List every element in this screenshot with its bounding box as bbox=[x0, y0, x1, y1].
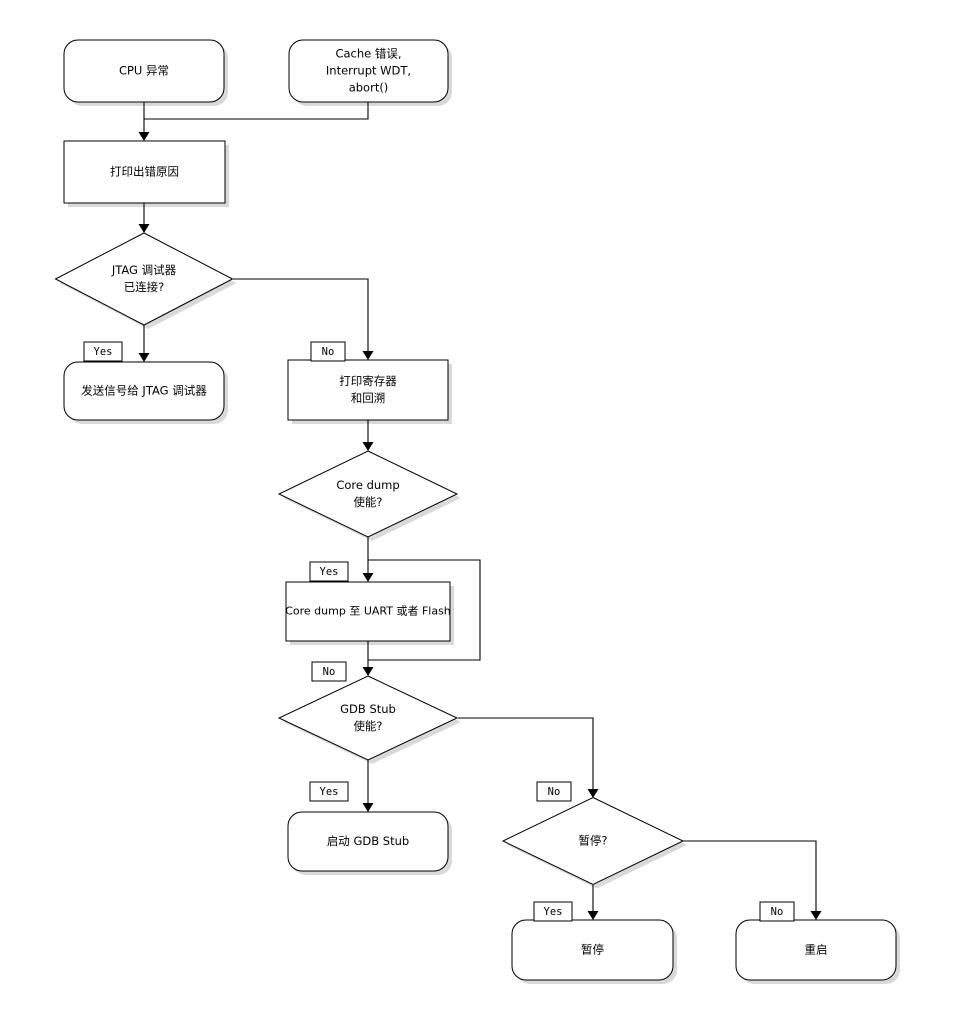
edge-label-gdbstub-no: No bbox=[536, 781, 572, 802]
node-gdbstub-enabled[interactable]: GDB Stub 使能? bbox=[277, 675, 459, 761]
node-shape-print-error-cause bbox=[63, 140, 226, 204]
node-halt-question[interactable]: 暂停? bbox=[501, 796, 685, 886]
edge-label-text-jtag-no: No bbox=[322, 346, 335, 358]
node-shape-coredump-to-uart-flash bbox=[285, 581, 451, 642]
edge-label-box-halt-no bbox=[759, 901, 795, 922]
node-shape-halt bbox=[511, 919, 674, 981]
node-start-gdbstub[interactable]: 启动 GDB Stub bbox=[287, 811, 449, 872]
edge-edge-gdbstub-no bbox=[458, 717, 594, 793]
edge-arrowhead-edge-gdbstub-no bbox=[587, 789, 599, 798]
edge-label-box-jtag-yes bbox=[83, 341, 123, 362]
node-shape-reboot bbox=[735, 919, 897, 981]
edge-label-text-coredump-yes: Yes bbox=[320, 566, 339, 578]
node-send-signal-jtag[interactable]: 发送信号给 JTAG 调试器 bbox=[63, 361, 225, 421]
edge-arrowhead-edge-jtag-yes bbox=[138, 353, 150, 362]
edge-arrowhead-edge-coredump-yes bbox=[362, 573, 374, 582]
node-cache-error[interactable]: Cache 错误, Interrupt WDT, abort() bbox=[288, 39, 449, 103]
node-label-gdbstub-enabled: GDB Stub bbox=[340, 702, 396, 716]
edge-label-jtag-no: No bbox=[310, 341, 346, 362]
node-shape-start-gdbstub bbox=[287, 811, 449, 872]
node-shape-print-registers-backtrace bbox=[287, 359, 449, 421]
node-label-print-registers-backtrace: 和回溯 bbox=[351, 391, 386, 405]
node-label-reboot: 重启 bbox=[805, 943, 828, 957]
edge-layer bbox=[138, 102, 822, 920]
edge-label-box-gdbstub-no bbox=[536, 781, 572, 802]
node-label-jtag-connected: JTAG 调试器 bbox=[111, 263, 177, 277]
node-label-print-registers-backtrace: 打印寄存器 bbox=[339, 374, 397, 388]
edge-arrowhead-edge-print-regs-to-coredump bbox=[362, 442, 374, 451]
edge-arrowhead-edge-gdbstub-yes bbox=[362, 803, 374, 812]
node-label-start-gdbstub: 启动 GDB Stub bbox=[327, 834, 409, 848]
edge-edge-cache-to-print bbox=[144, 102, 369, 120]
edge-label-text-jtag-yes: Yes bbox=[94, 346, 113, 358]
edge-label-coredump-no: No bbox=[311, 661, 347, 682]
node-label-jtag-connected: 已连接? bbox=[124, 280, 165, 294]
node-layer: CPU 异常 Cache 错误, Interrupt WDT, abort() 打印出错… bbox=[54, 39, 897, 981]
node-label-cache-error: abort() bbox=[349, 81, 389, 95]
node-shape-halt-question bbox=[501, 796, 685, 886]
node-label-halt: 暂停 bbox=[581, 943, 604, 957]
edge-label-text-halt-yes: Yes bbox=[544, 906, 563, 918]
edge-edge-coredump-no-bypass bbox=[368, 559, 481, 661]
edge-label-box-halt-yes bbox=[533, 901, 573, 922]
node-shape-coredump-enabled bbox=[277, 450, 459, 538]
edge-label-halt-yes: Yes bbox=[533, 901, 573, 922]
node-reboot[interactable]: 重启 bbox=[735, 919, 897, 981]
node-shape-send-signal-jtag bbox=[63, 361, 225, 421]
edge-label-text-gdbstub-no: No bbox=[548, 786, 561, 798]
edge-label-jtag-yes: Yes bbox=[83, 341, 123, 362]
edge-edge-halt-no bbox=[683, 840, 817, 915]
node-halt[interactable]: 暂停 bbox=[511, 919, 674, 981]
node-label-gdbstub-enabled: 使能? bbox=[353, 719, 382, 733]
node-label-cache-error: Cache 错误, bbox=[335, 47, 401, 61]
node-coredump-enabled[interactable]: Core dump 使能? bbox=[277, 450, 459, 538]
edge-arrowhead-edge-cpu-to-print bbox=[138, 132, 150, 141]
edge-edge-jtag-no bbox=[233, 278, 369, 355]
edge-label-box-coredump-yes bbox=[309, 561, 349, 582]
edge-arrowhead-edge-halt-no bbox=[810, 911, 822, 920]
node-label-coredump-enabled: Core dump bbox=[336, 478, 399, 492]
edge-label-halt-no: No bbox=[759, 901, 795, 922]
edge-label-box-gdbstub-yes bbox=[309, 781, 349, 802]
node-label-print-error-cause: 打印出错原因 bbox=[110, 165, 179, 179]
node-label-coredump-to-uart-flash: Core dump 至 UART 或者 Flash bbox=[285, 605, 451, 618]
node-shape-jtag-connected bbox=[54, 232, 234, 326]
edge-label-text-halt-no: No bbox=[771, 906, 784, 918]
node-shape-cache-error bbox=[288, 39, 449, 103]
edge-label-text-gdbstub-yes: Yes bbox=[320, 786, 339, 798]
edge-arrowhead-edge-jtag-no bbox=[362, 351, 374, 360]
edge-arrowhead-edge-coredump-box-to-gdbstub bbox=[362, 667, 374, 676]
edge-arrowhead-edge-halt-yes bbox=[587, 911, 599, 920]
edge-arrowhead-edge-print-to-jtag bbox=[138, 224, 150, 233]
node-shape-gdbstub-enabled bbox=[277, 675, 459, 761]
node-cpu-exception[interactable]: CPU 异常 bbox=[63, 39, 225, 103]
edge-label-text-coredump-no: No bbox=[323, 666, 336, 678]
node-label-send-signal-jtag: 发送信号给 JTAG 调试器 bbox=[81, 384, 207, 398]
edge-label-gdbstub-yes: Yes bbox=[309, 781, 349, 802]
node-coredump-to-uart-flash[interactable]: Core dump 至 UART 或者 Flash bbox=[285, 581, 451, 642]
node-label-cpu-exception: CPU 异常 bbox=[119, 64, 169, 78]
node-print-error-cause[interactable]: 打印出错原因 bbox=[63, 140, 226, 204]
node-label-halt-question: 暂停? bbox=[578, 834, 607, 848]
edge-label-box-jtag-no bbox=[310, 341, 346, 362]
node-shape-cpu-exception bbox=[63, 39, 225, 103]
edge-label-coredump-yes: Yes bbox=[309, 561, 349, 582]
node-label-cache-error: Interrupt WDT, bbox=[326, 64, 411, 78]
node-label-coredump-enabled: 使能? bbox=[353, 495, 382, 509]
edge-label-box-coredump-no bbox=[311, 661, 347, 682]
